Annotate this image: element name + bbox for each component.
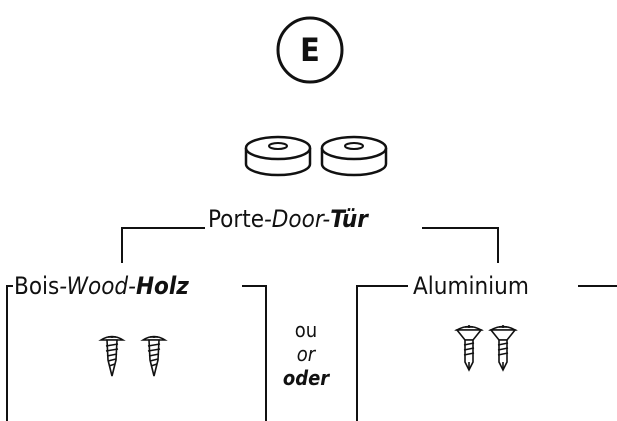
door-left-branch [121,227,205,263]
spacer-right-icon [320,135,388,177]
wood-screw-icon-1 [98,335,126,377]
wood-label: Bois-Wood-Holz [14,272,189,300]
or-label: ou or oder [276,318,336,390]
wood-left-frame [6,285,13,421]
wood-sep-1: - [59,272,67,300]
wood-label-en: Wood [66,272,129,300]
door-right-branch [422,227,499,263]
badge-letter: E [300,31,320,69]
self-drilling-screw-icon-1 [454,325,484,372]
door-label-de: Tür [330,205,368,233]
tree-lines [6,227,617,421]
wood-sep-2: - [128,272,136,300]
wood-screw-icon-2 [140,335,168,377]
door-sep-2: - [322,205,331,233]
badge-circle [276,16,344,84]
or-label-en: or [296,342,316,366]
door-label-fr: Porte [208,205,264,233]
or-label-de: oder [282,366,330,390]
self-drilling-screw-icon-2 [488,325,518,372]
wood-label-fr: Bois [14,272,60,300]
or-label-fr: ou [294,318,318,342]
aluminium-label: Aluminium [413,272,529,300]
wood-label-de: Holz [135,272,189,300]
spacer-left-icon [244,135,312,177]
alu-left-frame [356,285,408,421]
door-sep-1: - [264,205,272,233]
door-label: Porte-Door-Tür [208,205,368,233]
wood-right-frame [242,285,267,421]
door-label-en: Door [271,205,323,233]
